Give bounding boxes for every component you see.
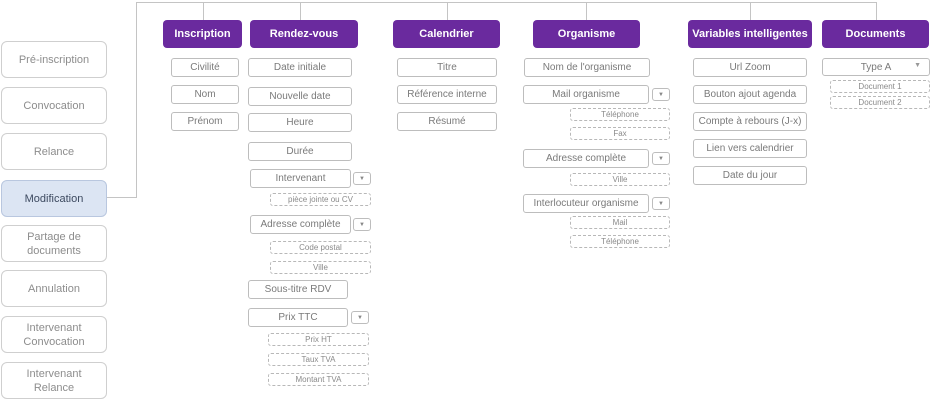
header-inscription[interactable]: Inscription <box>163 20 242 48</box>
field-sous-titre-rdv[interactable]: Sous-titre RDV <box>248 280 348 299</box>
header-organisme[interactable]: Organisme <box>533 20 640 48</box>
field-compte-a-rebours[interactable]: Compte à rebours (J-x) <box>693 112 807 131</box>
connector-line <box>586 2 587 20</box>
connector-line <box>300 2 301 20</box>
connector-line <box>107 197 136 198</box>
header-documents[interactable]: Documents <box>822 20 929 48</box>
sidebar-item-convocation[interactable]: Convocation <box>1 87 107 124</box>
dropdown-adresse-organisme[interactable]: ▼ <box>652 152 670 165</box>
dropdown-adresse-complete[interactable]: ▼ <box>353 218 371 231</box>
field-nom[interactable]: Nom <box>171 85 239 104</box>
dropdown-mail-organisme[interactable]: ▼ <box>652 88 670 101</box>
sidebar-item-intervenant-relance[interactable]: Intervenant Relance <box>1 362 107 399</box>
field-adresse-complete[interactable]: Adresse complète <box>250 215 351 234</box>
sub-field-document-1[interactable]: Document 1 <box>830 80 930 93</box>
field-reference-interne[interactable]: Référence interne <box>397 85 497 104</box>
field-mail-organisme[interactable]: Mail organisme <box>523 85 649 104</box>
field-date-initiale[interactable]: Date initiale <box>248 58 352 77</box>
connector-line <box>136 2 877 3</box>
header-calendrier[interactable]: Calendrier <box>393 20 500 48</box>
field-lien-vers-calendrier[interactable]: Lien vers calendrier <box>693 139 807 158</box>
dropdown-interlocuteur[interactable]: ▼ <box>652 197 670 210</box>
field-duree[interactable]: Durée <box>248 142 352 161</box>
sub-field-ville[interactable]: Ville <box>270 261 371 274</box>
field-resume[interactable]: Résumé <box>397 112 497 131</box>
sub-field-ville-organisme[interactable]: Ville <box>570 173 670 186</box>
dropdown-prix-ttc[interactable]: ▼ <box>351 311 369 324</box>
connector-line <box>203 2 204 20</box>
field-nouvelle-date[interactable]: Nouvelle date <box>248 87 352 106</box>
dropdown-intervenant[interactable]: ▼ <box>353 172 371 185</box>
connector-line <box>136 2 137 198</box>
sub-field-fax[interactable]: Fax <box>570 127 670 140</box>
field-civilite[interactable]: Civilité <box>171 58 239 77</box>
field-intervenant[interactable]: Intervenant <box>250 169 351 188</box>
field-url-zoom[interactable]: Url Zoom <box>693 58 807 77</box>
sub-field-document-2[interactable]: Document 2 <box>830 96 930 109</box>
header-rendez-vous[interactable]: Rendez-vous <box>250 20 358 48</box>
field-titre[interactable]: Titre <box>397 58 497 77</box>
sub-field-taux-tva[interactable]: Taux TVA <box>268 353 369 366</box>
sub-field-piece-jointe[interactable]: pièce jointe ou CV <box>270 193 371 206</box>
sub-field-prix-ht[interactable]: Prix HT <box>268 333 369 346</box>
field-bouton-ajout-agenda[interactable]: Bouton ajout agenda <box>693 85 807 104</box>
header-variables-intelligentes[interactable]: Variables intelligentes <box>688 20 812 48</box>
sub-field-montant-tva[interactable]: Montant TVA <box>268 373 369 386</box>
field-nom-organisme[interactable]: Nom de l'organisme <box>524 58 650 77</box>
connector-line <box>750 2 751 20</box>
sidebar-item-partage-de-documents[interactable]: Partage de documents <box>1 225 107 262</box>
sidebar-item-pre-inscription[interactable]: Pré-inscription <box>1 41 107 78</box>
sub-field-telephone[interactable]: Téléphone <box>570 108 670 121</box>
field-prix-ttc[interactable]: Prix TTC <box>248 308 348 327</box>
sidebar-item-relance[interactable]: Relance <box>1 133 107 170</box>
sidebar-item-modification[interactable]: Modification <box>1 180 107 217</box>
sidebar-item-intervenant-convocation[interactable]: Intervenant Convocation <box>1 316 107 353</box>
field-interlocuteur-organisme[interactable]: Interlocuteur organisme <box>523 194 649 213</box>
field-prenom[interactable]: Prénom <box>171 112 239 131</box>
field-date-du-jour[interactable]: Date du jour <box>693 166 807 185</box>
sub-field-telephone-interlocuteur[interactable]: Téléphone <box>570 235 670 248</box>
sub-field-code-postal[interactable]: Code postal <box>270 241 371 254</box>
field-heure[interactable]: Heure <box>248 113 352 132</box>
connector-line <box>876 2 877 20</box>
connector-line <box>447 2 448 20</box>
select-document-type[interactable]: Type A ▼ <box>822 58 930 76</box>
sub-field-mail-interlocuteur[interactable]: Mail <box>570 216 670 229</box>
sidebar-item-annulation[interactable]: Annulation <box>1 270 107 307</box>
select-document-type-value: Type A <box>860 61 892 73</box>
chevron-down-icon: ▼ <box>914 62 921 69</box>
field-adresse-organisme[interactable]: Adresse complète <box>523 149 649 168</box>
